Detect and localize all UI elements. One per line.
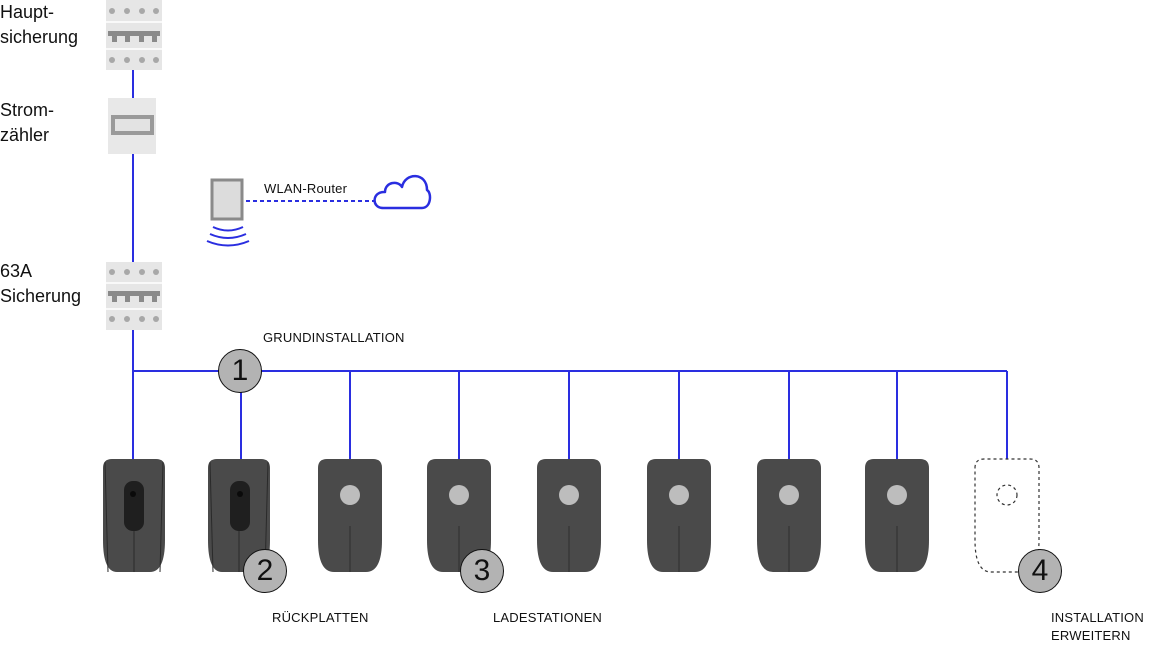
fuse-63a-label-line2: Sicherung xyxy=(0,286,82,306)
main-fuse-label-line2: sicherung xyxy=(0,27,79,47)
marker-3: 3 xyxy=(460,549,504,593)
router-label: WLAN-Router xyxy=(264,181,348,196)
meter-icon xyxy=(108,98,156,154)
marker-1: 1 xyxy=(218,349,262,393)
extend-install-label-line2: ERWEITERN xyxy=(1051,628,1131,643)
charging-station-1 xyxy=(318,459,382,572)
charging-station-4 xyxy=(647,459,711,572)
charging-station-3 xyxy=(537,459,601,572)
charging-station-6 xyxy=(865,459,929,572)
marker-2: 2 xyxy=(243,549,287,593)
meter-label: Strom- zähler xyxy=(0,98,54,148)
basic-install-label: GRUNDINSTALLATION xyxy=(263,330,405,345)
back-plates-label: RÜCKPLATTEN xyxy=(272,610,369,625)
fuse-63a-icon xyxy=(106,262,162,330)
main-fuse-label: Haupt- sicherung xyxy=(0,0,78,50)
charging-station-5 xyxy=(757,459,821,572)
marker-4: 4 xyxy=(1018,549,1062,593)
main-fuse-icon xyxy=(106,0,162,70)
back-plate-1 xyxy=(103,459,165,573)
fuse-63a-label-line1: 63A xyxy=(0,261,33,281)
meter-label-line1: Strom- xyxy=(0,100,54,120)
cloud-icon xyxy=(373,174,432,210)
back-plate-2 xyxy=(208,459,270,573)
meter-label-line2: zähler xyxy=(0,125,50,145)
optional-station xyxy=(974,458,1040,573)
router-icon xyxy=(206,178,250,247)
extend-install-label: INSTALLATION ERWEITERN xyxy=(1051,609,1144,645)
main-fuse-label-line1: Haupt- xyxy=(0,2,55,22)
charging-stations-label: LADESTATIONEN xyxy=(493,610,603,625)
fuse-63a-label: 63A Sicherung xyxy=(0,259,81,309)
extend-install-label-line1: INSTALLATION xyxy=(1051,610,1144,625)
charging-station-2 xyxy=(427,459,491,572)
wiring xyxy=(132,330,1008,462)
